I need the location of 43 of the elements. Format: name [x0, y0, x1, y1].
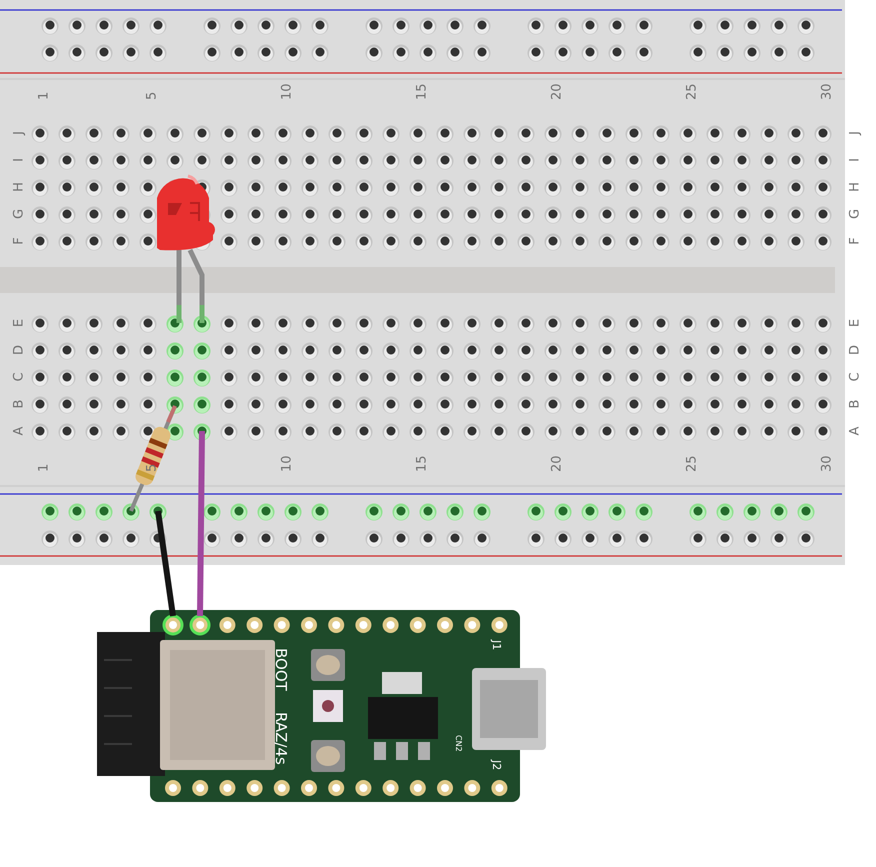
column-number: 30	[820, 455, 835, 472]
row-letter: C	[12, 372, 27, 382]
row-letter: C	[848, 372, 863, 382]
column-number: 30	[820, 83, 835, 100]
row-letter: I	[848, 158, 863, 162]
row-letter: E	[848, 318, 863, 328]
silkscreen-label: CN2	[454, 735, 463, 752]
row-letter: J	[12, 131, 27, 135]
jumper-wire	[155, 510, 176, 616]
row-letter: G	[848, 208, 863, 220]
column-number: 15	[414, 455, 430, 472]
row-letter: A	[848, 426, 863, 436]
row-letter: J	[848, 131, 863, 135]
column-number: 5	[144, 464, 160, 472]
silkscreen-label: BOOT	[272, 648, 290, 691]
row-letter: A	[12, 426, 27, 436]
silkscreen-label: RAZ/4s	[272, 712, 290, 765]
row-letter: H	[848, 182, 863, 192]
breadboard-drawing	[0, 0, 845, 565]
row-letter: D	[848, 345, 863, 355]
column-number: 25	[684, 83, 700, 100]
column-number: 25	[684, 455, 700, 472]
row-letter: G	[12, 208, 27, 220]
row-letter: D	[12, 345, 27, 355]
microcontroller-board-drawing	[97, 610, 546, 802]
column-number: 1	[36, 464, 52, 472]
silkscreen-label: J1	[490, 640, 503, 650]
row-letter: B	[848, 400, 863, 408]
silkscreen-label: J2	[490, 760, 503, 770]
row-letter: E	[12, 318, 27, 328]
column-number: 20	[550, 83, 565, 100]
row-letter: F	[848, 237, 863, 245]
column-number: 5	[144, 92, 160, 100]
column-number: 15	[414, 83, 430, 100]
column-number: 10	[280, 83, 295, 100]
column-number: 20	[550, 455, 565, 472]
row-letter: I	[12, 158, 27, 162]
row-letter: H	[12, 182, 27, 192]
row-letter: B	[12, 400, 27, 408]
column-number: 1	[36, 92, 52, 100]
jumper-wire	[197, 430, 205, 616]
row-letter: F	[12, 237, 27, 245]
column-number: 10	[280, 455, 295, 472]
